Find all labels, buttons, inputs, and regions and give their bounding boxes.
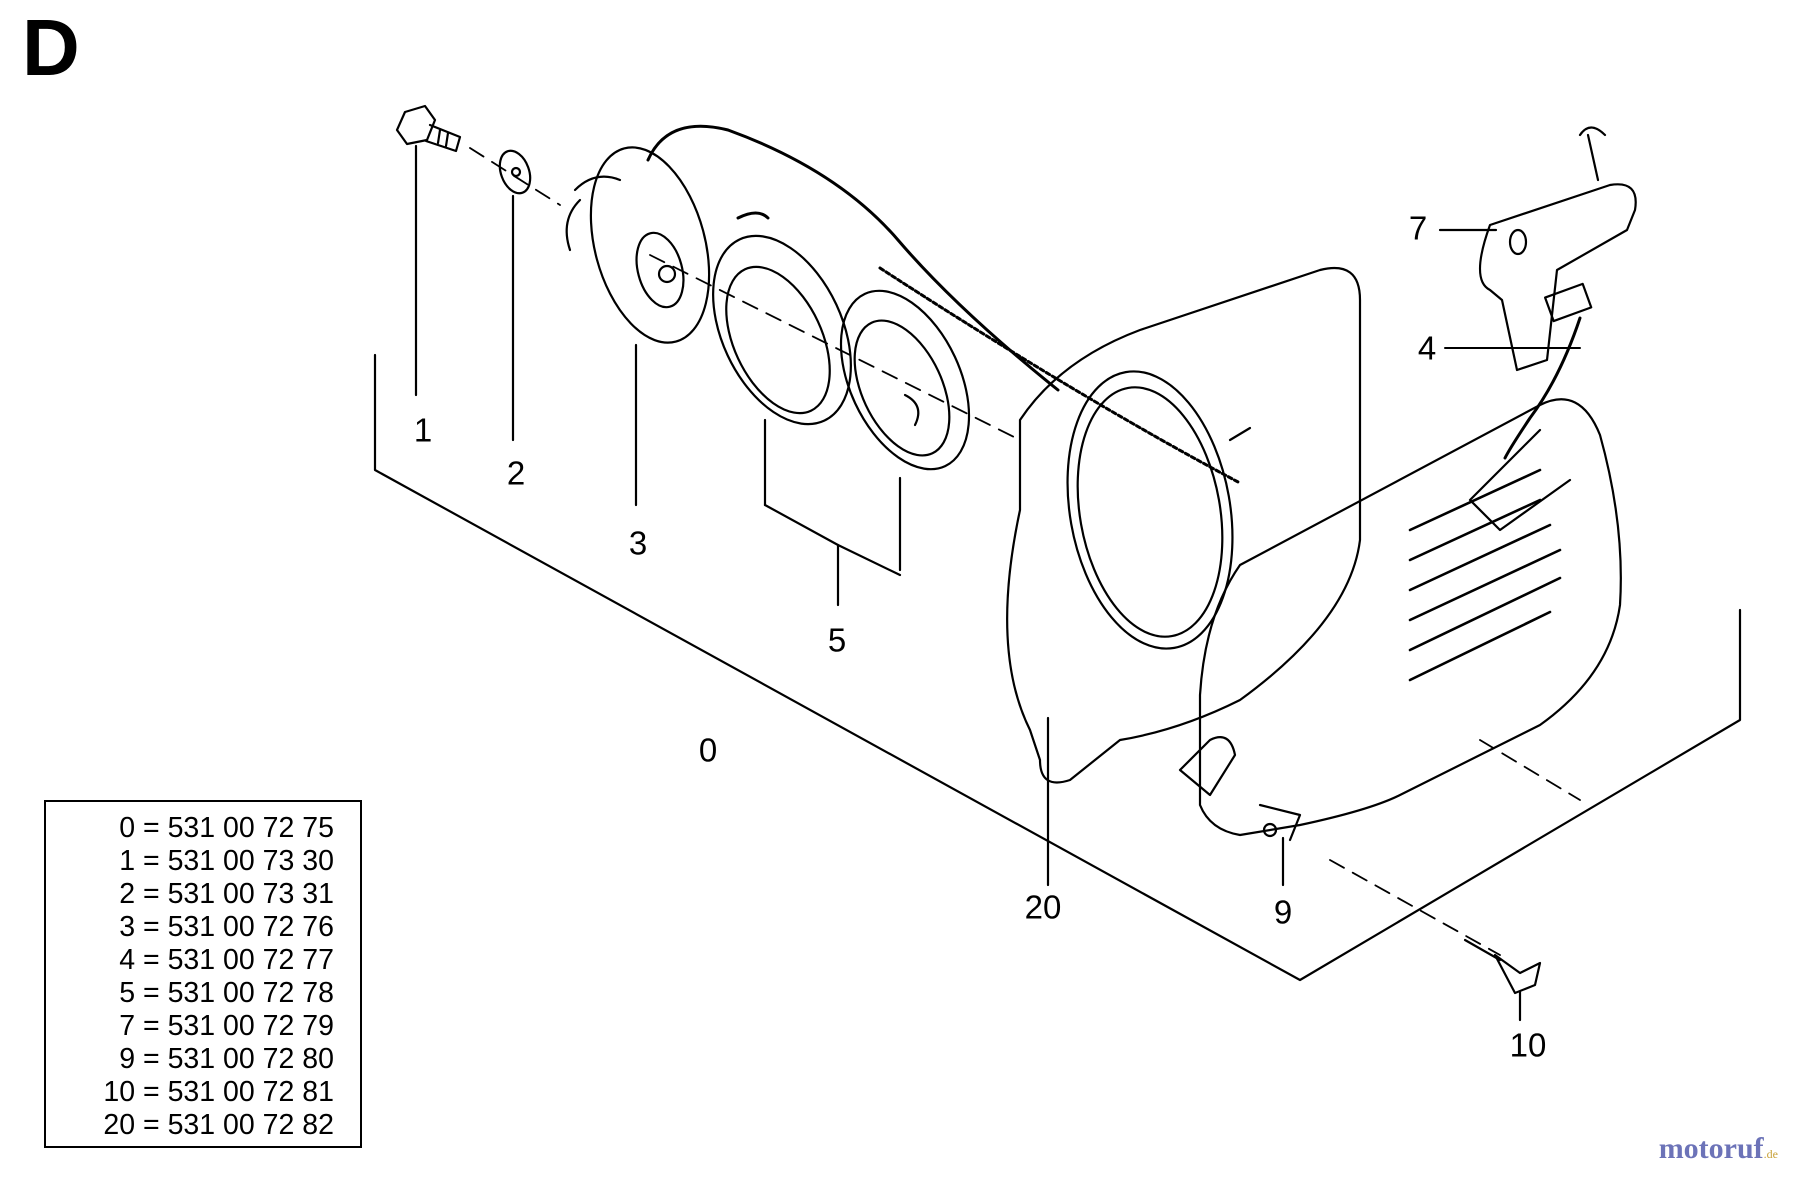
callout-7: 7 <box>1408 209 1428 247</box>
legend-row: 3 = 531 00 72 76 <box>119 911 334 943</box>
bolt-part <box>395 104 462 397</box>
screw-part <box>1463 938 1542 1022</box>
callout-9: 9 <box>1273 893 1293 931</box>
part-number-legend: 0 = 531 00 72 75 1 = 531 00 73 30 2 = 53… <box>44 800 362 1148</box>
legend-row: 7 = 531 00 72 79 <box>119 1010 334 1042</box>
assembly-bracket <box>373 353 1742 982</box>
legend-row: 5 = 531 00 72 78 <box>119 977 334 1009</box>
callout-10: 10 <box>1509 1026 1547 1064</box>
callout-3: 3 <box>628 524 648 562</box>
spring-housing-part <box>712 234 852 507</box>
legend-row: 4 = 531 00 72 77 <box>119 944 334 976</box>
legend-row: 2 = 531 00 73 31 <box>119 878 334 910</box>
callout-20: 20 <box>1024 888 1062 926</box>
washer-part <box>498 149 532 442</box>
fan-housing-part <box>1006 266 1362 887</box>
callout-4: 4 <box>1417 329 1437 367</box>
legend-row: 9 = 531 00 72 80 <box>119 1043 334 1075</box>
starter-rope <box>646 124 1242 485</box>
legend-row: 1 = 531 00 73 30 <box>119 845 334 877</box>
watermark-text: motoruf <box>1658 1132 1764 1165</box>
callout-0: 0 <box>698 731 718 769</box>
starter-cover-part <box>1178 398 1622 887</box>
legend-row: 0 = 531 00 72 75 <box>119 812 334 844</box>
callout-1: 1 <box>413 411 433 449</box>
pulley-part <box>565 146 711 507</box>
callout-2: 2 <box>506 454 526 492</box>
group-bracket-5 <box>763 503 902 607</box>
sheet-letter: D <box>22 3 80 92</box>
legend-row: 20 = 531 00 72 82 <box>103 1109 334 1141</box>
recoil-spring-part <box>839 289 971 572</box>
starter-handle-part <box>1438 126 1637 372</box>
callout-5: 5 <box>827 621 847 659</box>
watermark-suffix: .de <box>1763 1147 1778 1161</box>
handle-rope <box>1444 316 1582 460</box>
watermark-logo: motoruf.de <box>1659 1132 1778 1166</box>
legend-row: 10 = 531 00 72 81 <box>103 1076 334 1108</box>
